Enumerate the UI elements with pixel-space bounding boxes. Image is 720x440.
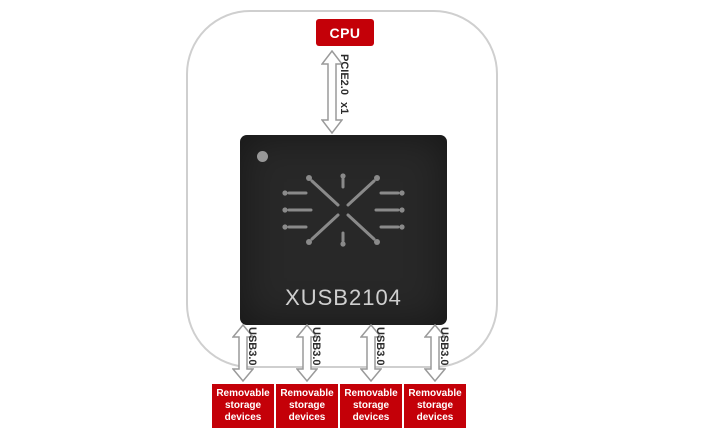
pcie-standard: PCIE2.0 bbox=[338, 54, 350, 95]
usb-port-column: USB3.0 Removable storage devices bbox=[340, 324, 402, 428]
storage-device-block: Removable storage devices bbox=[340, 384, 402, 428]
pcie-double-arrow-icon bbox=[321, 50, 343, 134]
usb-double-arrow-icon bbox=[296, 324, 318, 382]
usb-link-label: USB3.0 bbox=[438, 327, 450, 366]
chip-part-number: XUSB2104 bbox=[285, 285, 402, 310]
storage-device-block: Removable storage devices bbox=[404, 384, 466, 428]
usb-link-label: USB3.0 bbox=[310, 327, 322, 366]
cpu-label: CPU bbox=[329, 24, 361, 41]
pcie-lane-count: x1 bbox=[338, 102, 350, 115]
usb-link-label: USB3.0 bbox=[246, 327, 258, 366]
usb-port-column: USB3.0 Removable storage devices bbox=[276, 324, 338, 428]
storage-device-block: Removable storage devices bbox=[276, 384, 338, 428]
chip-logo-icon bbox=[282, 173, 405, 247]
usb-double-arrow-icon bbox=[424, 324, 446, 382]
storage-device-block: Removable storage devices bbox=[212, 384, 274, 428]
pin1-dot bbox=[257, 151, 268, 162]
cpu-block: CPU bbox=[316, 19, 374, 46]
pcie-link-label: PCIE2.0 x1 bbox=[338, 54, 350, 114]
usb-link-label: USB3.0 bbox=[374, 327, 386, 366]
usb-port-column: USB3.0 Removable storage devices bbox=[404, 324, 466, 428]
usb-port-column: USB3.0 Removable storage devices bbox=[212, 324, 274, 428]
usb-double-arrow-icon bbox=[232, 324, 254, 382]
usb-double-arrow-icon bbox=[360, 324, 382, 382]
chip-package: XUSB2104 bbox=[240, 135, 447, 325]
